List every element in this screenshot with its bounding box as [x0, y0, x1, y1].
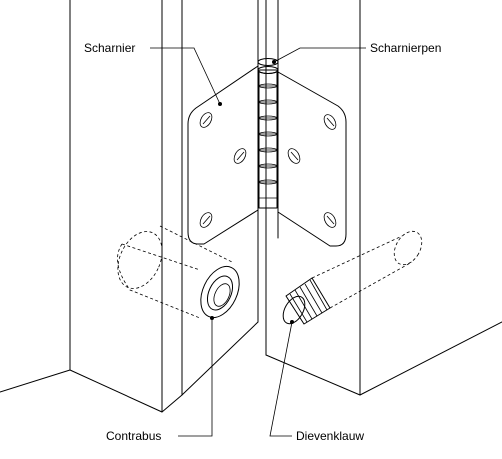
label-dievenklauw: Dievenklauw: [296, 429, 364, 443]
hinge-left-leaf: [187, 65, 259, 245]
leader-scharnierpen: [272, 47, 366, 64]
screw-hole: [233, 148, 247, 164]
label-contrabus: Contrabus: [106, 429, 161, 443]
left-post: [0, 0, 259, 413]
dievenklauw: [282, 230, 423, 325]
screw-hole: [287, 148, 301, 164]
leader-scharnier: [150, 47, 222, 106]
contrabus: [117, 225, 240, 319]
screw-hole: [323, 114, 337, 130]
hinge-pin: [257, 58, 279, 74]
screw-hole: [199, 212, 213, 228]
screw-hole: [323, 212, 337, 228]
right-post: [265, 0, 502, 396]
leader-contrabus: [178, 316, 214, 437]
leader-dievenklauw: [269, 320, 294, 437]
hinge-barrel: [258, 69, 278, 209]
label-scharnierpen: Scharnierpen: [370, 41, 441, 55]
screw-hole: [199, 112, 213, 128]
label-scharnier: Scharnier: [84, 41, 135, 55]
hinge-right-leaf: [277, 71, 347, 247]
